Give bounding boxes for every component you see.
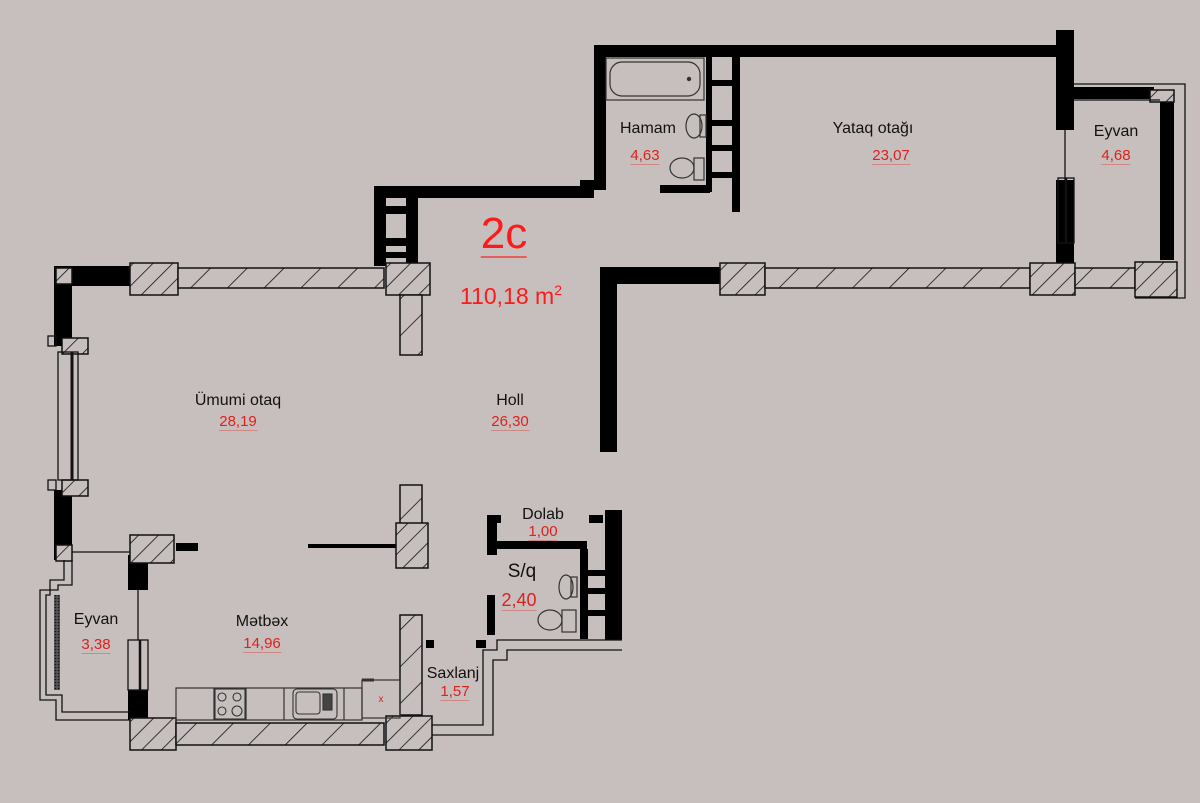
room-eyvan-kitchen-name: Eyvan (73, 611, 119, 628)
load-bearing-walls (54, 30, 1174, 720)
sanitary-toilet-icon (537, 574, 578, 633)
room-dolab-name: Dolab (522, 506, 564, 523)
ventilation-marker-icon: x (379, 694, 384, 705)
room-yataq-otagi-area: 23,07 (872, 147, 910, 165)
room-eyvan-kitchen-area: 3,38 (81, 636, 111, 654)
room-holl-area: 26,30 (491, 413, 529, 431)
room-saxlanc-name: Saxlanj (426, 665, 480, 682)
windows-and-outlines (39, 83, 1186, 736)
stove-icon (214, 688, 246, 720)
room-metbex-name: Mətbəx (235, 613, 289, 630)
unit-area-unit: m (535, 283, 555, 309)
unit-total-area: 110,18 m2 (460, 283, 562, 308)
unit-area-exp: 2 (554, 282, 562, 298)
kitchen-counter (175, 678, 401, 721)
unit-code: 2c (480, 209, 528, 258)
room-eyvan-bedroom-name: Eyvan (1093, 123, 1139, 140)
room-eyvan-bedroom-area: 4,68 (1101, 147, 1131, 165)
room-saxlanc-area: 1,57 (440, 683, 470, 701)
room-yataq-otagi-name: Yataq otağı (832, 120, 914, 137)
toilet-icon (669, 113, 707, 181)
unit-total-value: 110,18 (460, 283, 529, 309)
room-holl-name: Holl (496, 392, 524, 409)
room-umumi-otaq-name: Ümumi otaq (194, 392, 282, 409)
exterior-walls (55, 89, 1178, 751)
room-metbex-area: 14,96 (243, 635, 281, 653)
room-umumi-otaq-area: 28,19 (219, 413, 257, 431)
room-sanitary-name: S/q (507, 561, 537, 582)
room-hamam-name: Hamam (619, 120, 677, 137)
kitchen-sink-icon (292, 688, 338, 720)
room-sanitary-area: 2,40 (501, 590, 537, 611)
room-hamam-area: 4,63 (630, 147, 660, 165)
bathtub-icon (605, 57, 705, 101)
room-dolab-area: 1,00 (528, 523, 558, 541)
